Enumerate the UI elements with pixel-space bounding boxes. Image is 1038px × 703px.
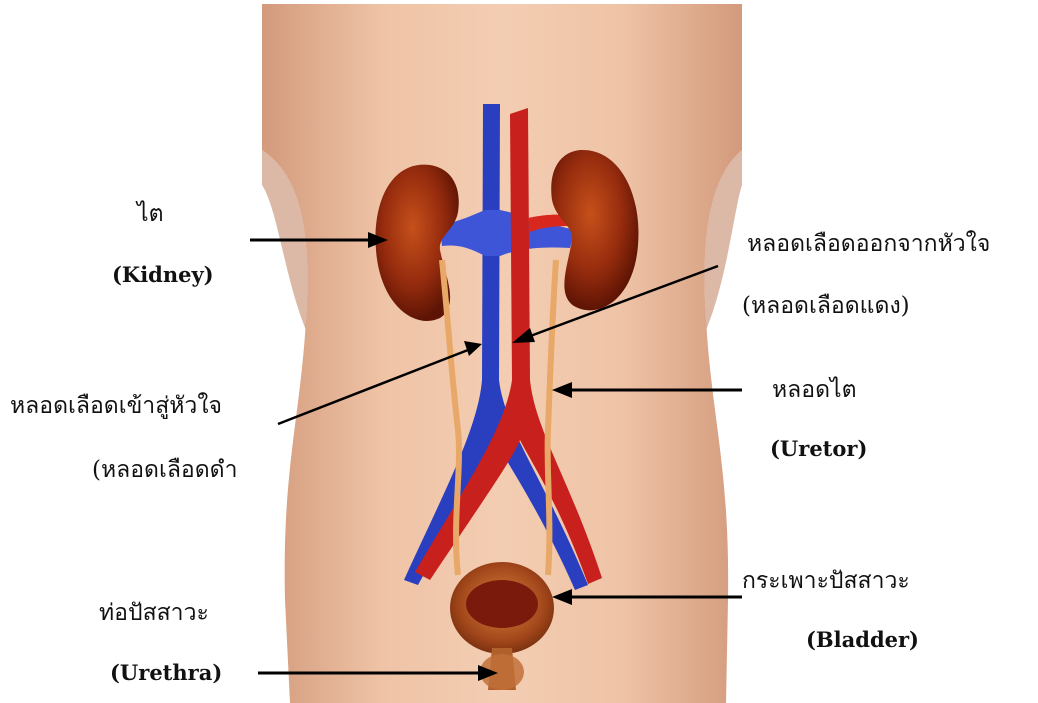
kidney-label-th: ไต bbox=[137, 196, 164, 232]
bladder-label-en: (Bladder) bbox=[806, 627, 919, 652]
vein-label-sub: (หลอดเลือดดำ bbox=[92, 452, 238, 488]
artery-label-sub: (หลอดเลือดแดง) bbox=[742, 288, 910, 324]
ureter-label-en: (Uretor) bbox=[770, 436, 867, 461]
ureter-label-th: หลอดไต bbox=[772, 372, 857, 408]
urethra-label-th: ท่อปัสสาวะ bbox=[99, 595, 209, 631]
bladder-inner bbox=[466, 580, 538, 628]
urethra-label-en: (Urethra) bbox=[110, 660, 222, 685]
vein-label-th: หลอดเลือดเข้าสู่หัวใจ bbox=[10, 388, 222, 424]
artery-label-th: หลอดเลือดออกจากหัวใจ bbox=[747, 226, 990, 262]
bladder-label-th: กระเพาะปัสสาวะ bbox=[742, 563, 910, 599]
kidney-label-en: (Kidney) bbox=[112, 262, 214, 287]
